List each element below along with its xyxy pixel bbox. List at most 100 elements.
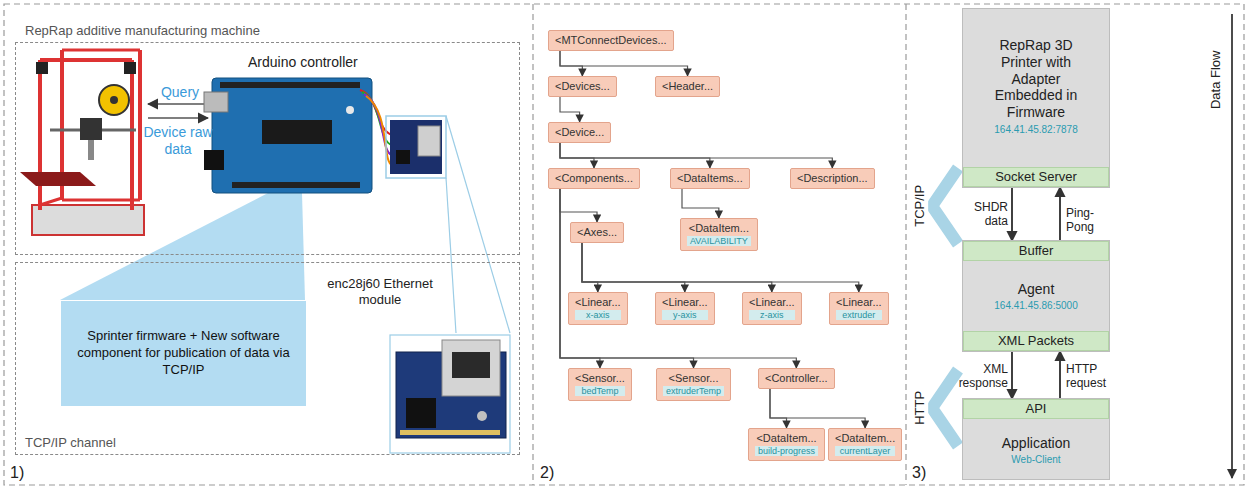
xml-element-box: <Linear... z-axis — [742, 292, 802, 325]
connector-arrow — [560, 143, 594, 168]
xml-element-box: <Components... — [548, 168, 640, 189]
element-id: x-axis — [575, 310, 621, 320]
xml-element-box: <Devices... — [548, 76, 617, 97]
drawing-part — [532, 4, 533, 485]
drawing-part — [40, 58, 132, 62]
drawing-part — [262, 120, 332, 144]
xml-element-box: <DataItem... currentLayer — [828, 428, 902, 461]
element-id: z-axis — [749, 310, 795, 320]
connector-arrow — [560, 143, 710, 168]
connector-arrow — [582, 243, 685, 292]
node-label: Sprinter firmware + New software compone… — [73, 328, 294, 379]
connector-arrow — [1011, 187, 1013, 241]
drawing-part — [110, 96, 118, 104]
element-name: <Device... — [555, 126, 604, 138]
drawing-part — [40, 198, 62, 205]
element-name: <Linear... — [749, 296, 795, 308]
element-name: <Header... — [662, 80, 713, 92]
drawing-part — [418, 126, 440, 156]
edge-label: XML response — [956, 362, 1008, 391]
xml-element-box: <Header... — [655, 76, 720, 97]
connector-arrow — [1059, 187, 1061, 241]
edge-label: SHDR data — [966, 200, 1008, 229]
printer-illustration — [20, 50, 144, 235]
connector-arrow — [560, 51, 582, 76]
element-name: <DataItem... — [835, 432, 895, 444]
drawing-part — [212, 78, 372, 193]
drawing-part — [396, 150, 410, 164]
node-sublabel: Web-Client — [1011, 454, 1060, 465]
text-label: 1) — [10, 463, 24, 482]
element-name: <Devices... — [555, 80, 610, 92]
protocol-chevrons — [932, 168, 958, 446]
component-band: Socket Server — [963, 167, 1109, 187]
group-outline: RepRap additive manufacturing machine — [15, 42, 520, 255]
drawing-part — [204, 92, 228, 112]
node-label: Application — [1002, 435, 1071, 452]
drawing-part — [362, 92, 392, 145]
drawing-part — [364, 94, 392, 155]
data-flow-arrow — [1231, 14, 1233, 478]
drawing-part — [88, 140, 94, 160]
node-label: Buffer — [1019, 243, 1053, 259]
element-name: <MTConnectDevices... — [555, 34, 667, 46]
element-name: <Sensor... — [575, 372, 625, 384]
connector-arrow — [770, 389, 865, 428]
element-id: currentLayer — [835, 446, 895, 456]
drawing-part — [346, 106, 354, 114]
drawing-part — [932, 168, 958, 244]
connector-arrow — [560, 189, 597, 222]
xml-element-box: <DataItems... — [670, 168, 750, 189]
system-box: RepRap 3D Printer with Adapter Embedded … — [962, 8, 1110, 188]
system-box: Agent164.41.45.86:5000BufferXML Packets — [962, 240, 1110, 352]
element-name: <Linear... — [575, 296, 621, 308]
drawing-part — [148, 103, 208, 105]
query-arrows — [148, 104, 208, 118]
text-label: Device raw data — [138, 124, 218, 158]
text-label: Data Flow — [1208, 51, 1224, 110]
element-name: <Sensor... — [663, 372, 724, 384]
edge-label: HTTP request — [1066, 362, 1110, 391]
drawing-part — [80, 118, 102, 140]
xml-element-box: <Linear...extruder — [829, 292, 889, 325]
drawing-part — [390, 120, 442, 174]
element-name: <DataItem... — [687, 222, 751, 234]
connector-arrow — [682, 189, 719, 218]
connector-arrow — [770, 389, 787, 428]
system-box: ApplicationWeb-Client API — [962, 398, 1110, 480]
drawing-part — [124, 62, 136, 74]
drawing-part — [99, 85, 129, 115]
connector-arrow — [560, 51, 688, 76]
xml-element-box: <Linear...y-axis — [655, 292, 715, 325]
text-label: Query — [150, 84, 210, 101]
connector-arrow — [560, 143, 832, 168]
drawing-part — [38, 60, 42, 210]
element-name: <Components... — [555, 172, 633, 184]
drawing-part — [366, 96, 392, 165]
drawing-part — [130, 60, 134, 210]
drawing-part — [390, 335, 510, 453]
drawing-part — [204, 150, 224, 170]
component-band: API — [963, 399, 1109, 419]
text-label: 2) — [540, 463, 554, 482]
xml-element-box: <Sensor... extruderTemp — [656, 368, 731, 401]
node-label: Socket Server — [995, 169, 1077, 185]
node-sublabel: 164.41.45.86:5000 — [994, 300, 1077, 311]
element-name: <DataItem... — [755, 432, 818, 444]
element-id: build-progress — [755, 446, 818, 456]
drawing-part — [220, 82, 360, 88]
drawing-part — [446, 116, 510, 333]
drawing-part — [36, 62, 48, 74]
element-name: <Axes... — [577, 226, 617, 238]
xml-element-box: <Device... — [548, 122, 611, 143]
connector-arrow — [560, 189, 796, 368]
xml-element-box: <Linear... x-axis — [568, 292, 628, 325]
drawing-part — [932, 370, 958, 446]
element-id: extruderTemp — [663, 386, 724, 396]
panel-frame — [4, 4, 1244, 485]
text-label: Arduino controller — [248, 54, 358, 71]
drawing-part — [138, 50, 142, 200]
component-band: XML Packets — [963, 331, 1109, 351]
node-sublabel: 164.41.45.82:7878 — [994, 124, 1077, 135]
element-id: extruder — [836, 310, 882, 320]
